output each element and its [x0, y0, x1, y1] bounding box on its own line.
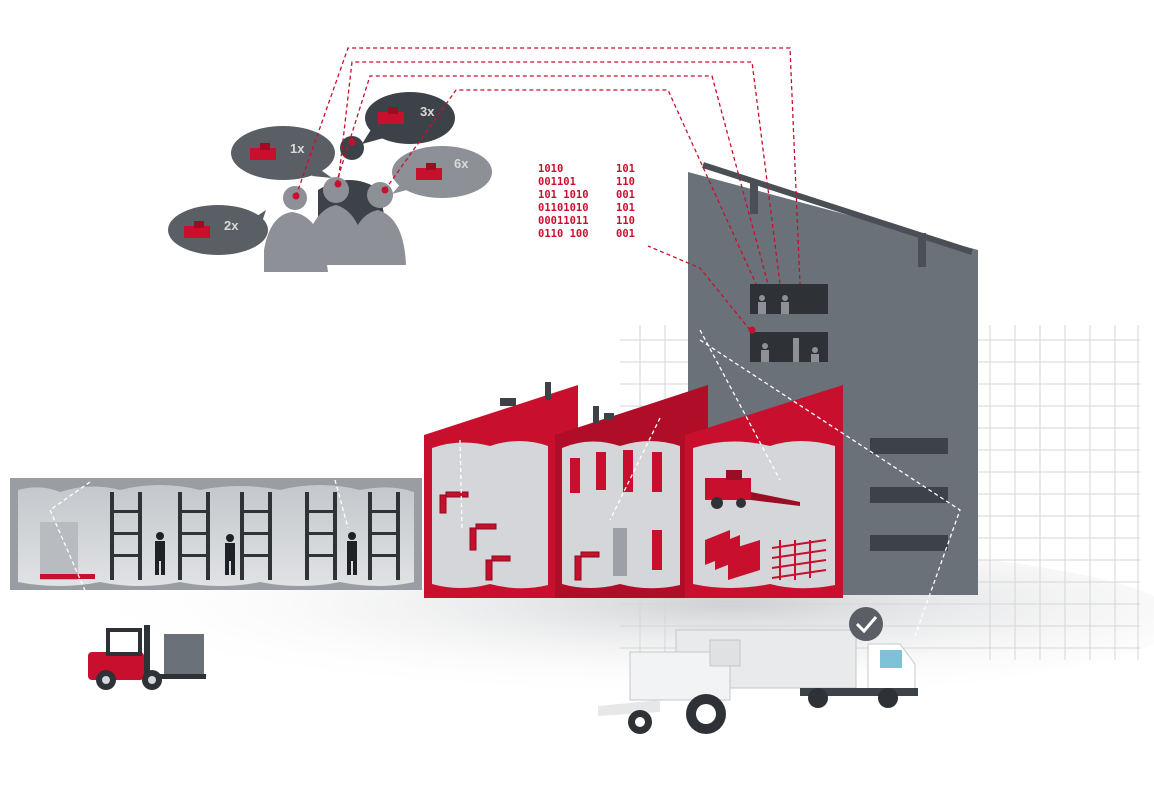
- bubble-6x: 6x: [392, 146, 492, 198]
- svg-text:1x: 1x: [290, 141, 305, 156]
- combine-harvester-icon: [705, 470, 800, 509]
- warehouse: [10, 478, 422, 590]
- worker-figure: [155, 532, 357, 575]
- svg-text:3x: 3x: [420, 104, 435, 119]
- warehouse-shelf-icon: [110, 492, 400, 580]
- svg-text:6x: 6x: [454, 156, 469, 171]
- data-flow-lines: [292, 47, 801, 334]
- svg-text:101 1010: 101 1010: [538, 189, 589, 201]
- svg-text:01101010: 01101010: [538, 202, 589, 214]
- factory-halls: [424, 382, 843, 598]
- bubble-3x: 3x: [362, 92, 455, 144]
- checkmark-icon: [849, 607, 883, 641]
- robot-arm-icon: [439, 491, 600, 581]
- svg-text:110: 110: [616, 215, 635, 227]
- material-flow-lines: [49, 329, 961, 637]
- binary-data-block: 1010 101 001101 110 101 1010 001 01101010 10…: [538, 163, 635, 240]
- bubble-2x: 2x: [168, 205, 268, 255]
- forklift-icon: [88, 625, 206, 690]
- people-group: [264, 136, 406, 272]
- svg-text:00011011: 00011011: [538, 215, 589, 227]
- svg-text:001101: 001101: [538, 176, 576, 188]
- svg-text:1010: 1010: [538, 163, 563, 175]
- svg-text:001: 001: [616, 189, 635, 201]
- harvester-white: [598, 639, 741, 734]
- svg-text:001: 001: [616, 228, 635, 240]
- svg-text:0110 100: 0110 100: [538, 228, 589, 240]
- svg-text:2x: 2x: [224, 218, 239, 233]
- svg-text:101: 101: [616, 163, 635, 175]
- svg-text:110: 110: [616, 176, 635, 188]
- bubble-1x: 1x: [231, 126, 335, 180]
- svg-text:101: 101: [616, 202, 635, 214]
